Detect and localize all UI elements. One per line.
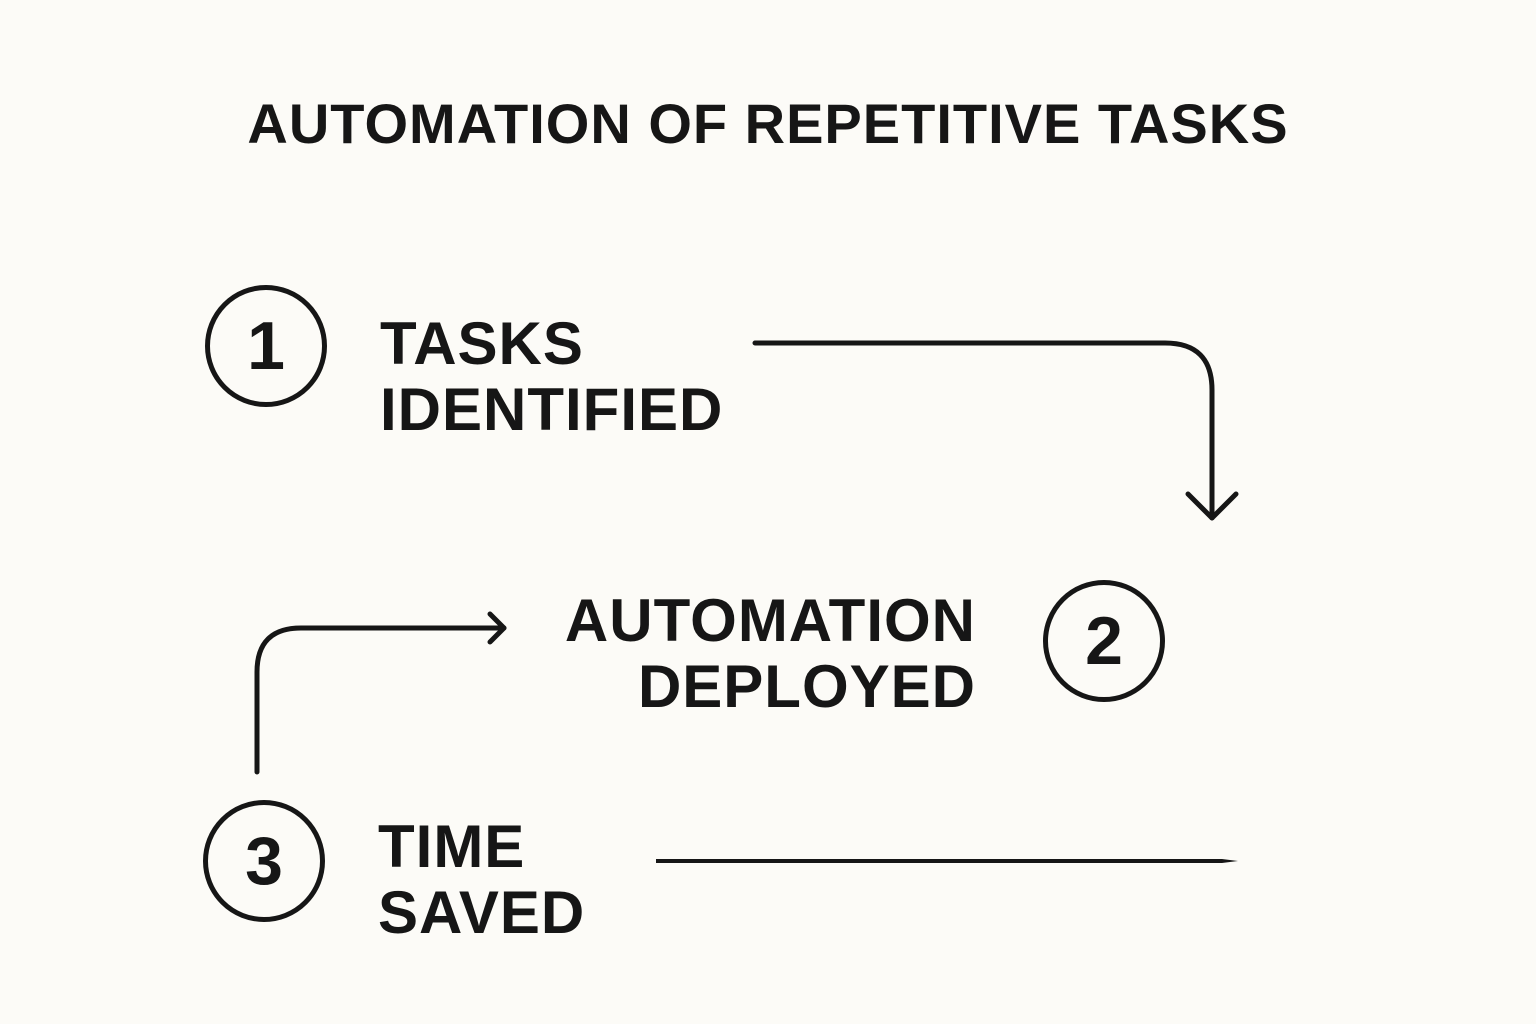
arrow-step1-to-step2 <box>752 340 1215 521</box>
arrowhead-down <box>1185 491 1239 521</box>
step-3-label-line1: TIME <box>378 813 526 880</box>
step-1-label: TASKS IDENTIFIED <box>380 311 723 443</box>
step-2-number: 2 <box>1085 603 1123 679</box>
step-2-label-line1: AUTOMATION <box>564 587 976 654</box>
arrow-step3-to-step2 <box>254 625 507 775</box>
step-3-number: 3 <box>245 823 283 899</box>
step-1-circle: 1 <box>205 285 327 407</box>
step-2-circle: 2 <box>1043 580 1165 702</box>
step-1-label-line1: TASKS <box>380 310 584 377</box>
step-3-label: TIME SAVED <box>378 814 585 946</box>
arrowhead-right <box>487 611 507 645</box>
diagram-title: AUTOMATION OF REPETITIVE TASKS <box>247 92 1289 155</box>
step-3-circle: 3 <box>203 800 325 922</box>
step-2-label-line2: DEPLOYED <box>637 653 976 720</box>
step-1-label-line2: IDENTIFIED <box>380 376 724 443</box>
step-2-label: AUTOMATION DEPLOYED <box>565 588 976 720</box>
step-1-number: 1 <box>247 308 285 384</box>
line-time-saved <box>656 859 1238 863</box>
step-3-label-line2: SAVED <box>378 879 586 946</box>
